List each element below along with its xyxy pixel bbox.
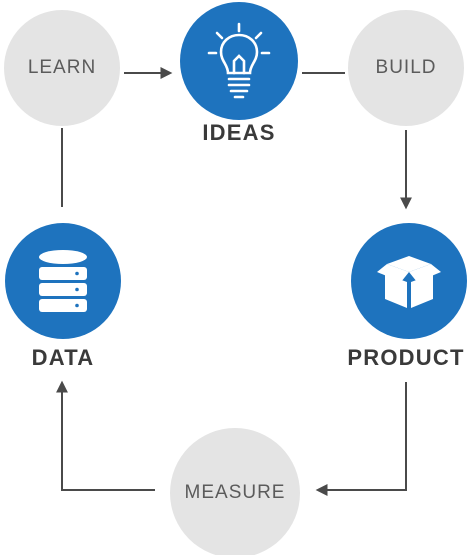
product-title: PRODUCT bbox=[347, 345, 465, 370]
ideas-title: IDEAS bbox=[202, 120, 276, 145]
measure-node: MEASURE bbox=[170, 428, 300, 555]
learn-node: LEARN bbox=[4, 10, 120, 126]
lightbulb-icon bbox=[207, 22, 271, 99]
arrow-measure-to-data bbox=[56, 380, 155, 491]
box-icon bbox=[377, 256, 441, 308]
arrow-product-to-measure bbox=[315, 382, 407, 496]
measure-label: MEASURE bbox=[184, 482, 286, 503]
ideas-node bbox=[180, 2, 298, 120]
data-node bbox=[5, 223, 121, 339]
product-node bbox=[351, 223, 467, 339]
build-node: BUILD bbox=[348, 10, 464, 126]
data-title: DATA bbox=[31, 345, 95, 370]
build-label: BUILD bbox=[375, 57, 437, 78]
database-icon bbox=[39, 250, 87, 312]
learn-label: LEARN bbox=[27, 57, 97, 78]
